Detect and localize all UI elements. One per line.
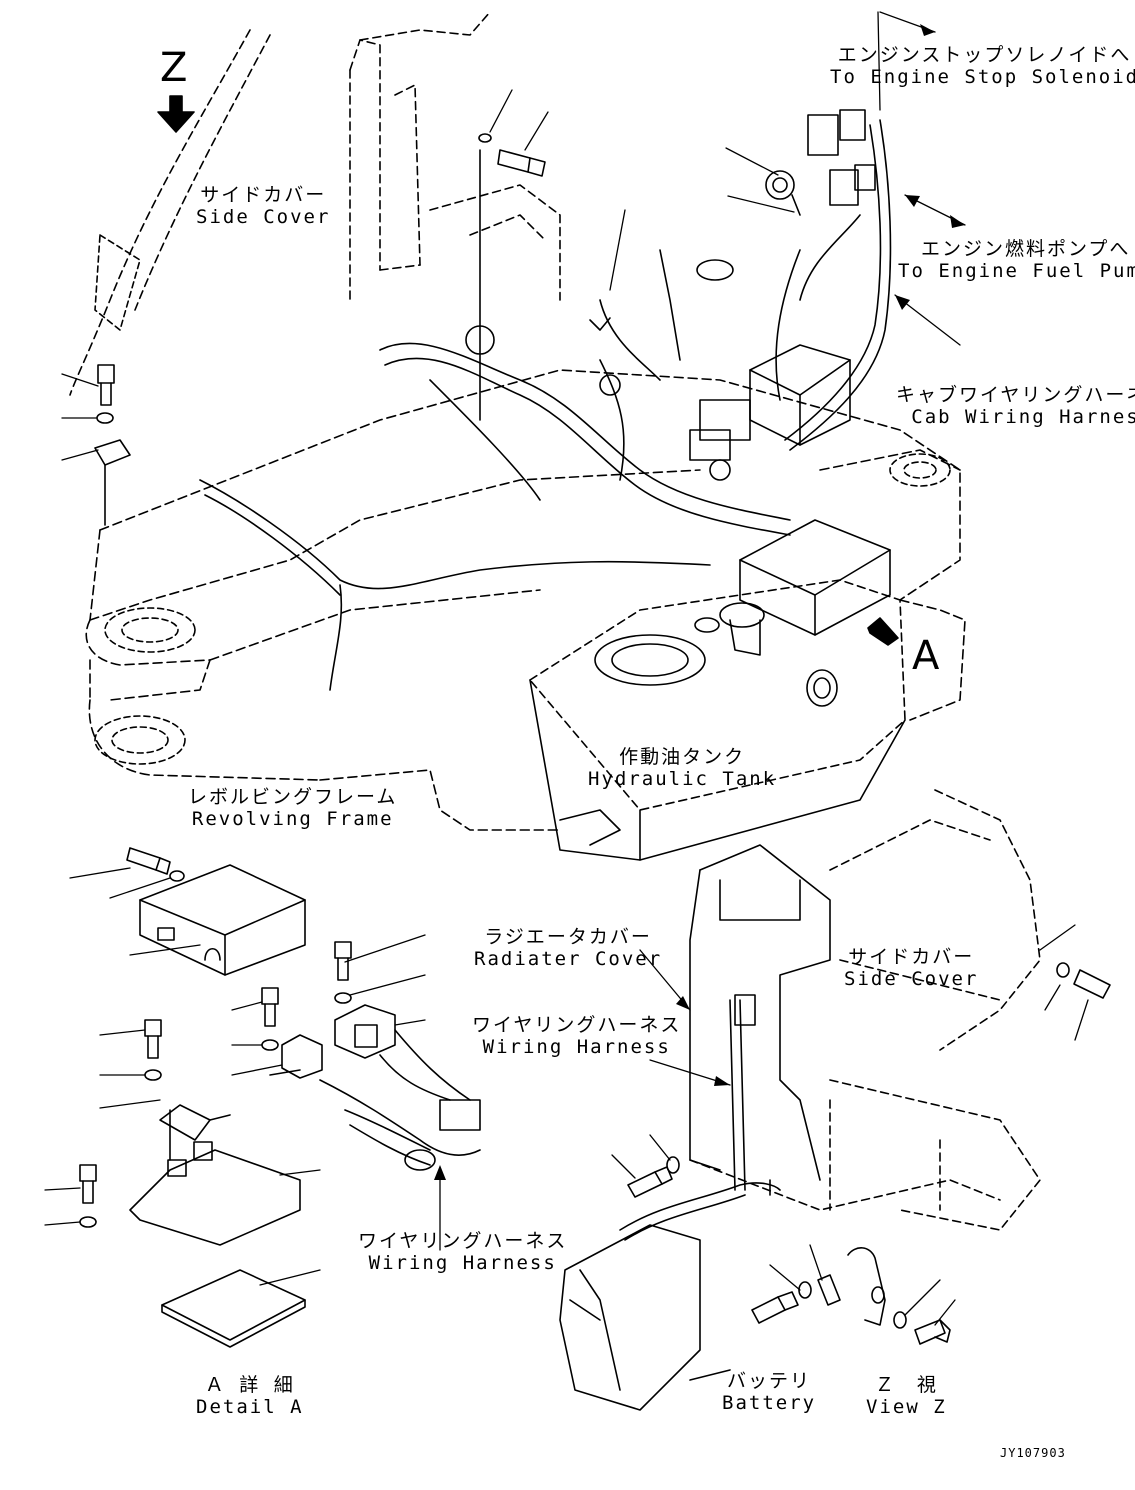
relay-block [689, 344, 851, 461]
frame-lower-right [689, 1099, 1001, 1211]
clamps [465, 170, 801, 481]
battery-cables [619, 1179, 781, 1241]
solenoid-connectors [807, 109, 876, 206]
label-side-cover-top: サイドカバー Side Cover [196, 184, 331, 228]
view-z-arrow [157, 95, 195, 133]
radiator-cover [689, 844, 831, 1191]
label-hydraulic-tank: 作動油タンク Hydraulic Tank [588, 746, 777, 790]
detail-a-relay-large [334, 1004, 471, 1101]
label-side-cover-right: サイドカバー Side Cover [844, 946, 979, 990]
detail-a-manual [161, 1269, 306, 1348]
detail-a-arrow [867, 617, 899, 646]
controller-box [694, 519, 891, 656]
label-wiring-harness-detail: ワイヤリングハーネス Wiring Harness [358, 1230, 568, 1274]
detail-a-marker: A [912, 633, 940, 679]
bolt-left-stack [94, 364, 131, 526]
upper-cover-structure [349, 11, 561, 301]
label-battery: バッテリ Battery [722, 1370, 817, 1414]
view-z-leaders [611, 924, 1089, 1326]
view-z-marker: Z [160, 45, 188, 91]
detail-a-bracket-plate [129, 1109, 301, 1246]
detail-a-relay-small [269, 1034, 323, 1079]
label-detail-a: Ａ 詳 細 Detail A [196, 1374, 304, 1418]
cab-wiring-harness [775, 119, 892, 451]
detail-a-harness-arrow [434, 1165, 446, 1180]
detail-a-leaders [44, 867, 441, 1286]
side-cover-right [829, 789, 1041, 1231]
detail-a-bolt-1 [126, 847, 185, 882]
battery-box [559, 1224, 731, 1411]
revolving-frame [85, 369, 966, 831]
label-view-z: Ｚ 視 View Z [866, 1374, 947, 1418]
main-harness [199, 249, 791, 691]
side-cover-left [69, 29, 271, 396]
detail-a-harness [159, 1079, 481, 1171]
label-engine-fuel-pump: エンジン燃料ポンプへ To Engine Fuel Pump [898, 238, 1135, 282]
label-wiring-harness-right: ワイヤリングハーネス Wiring Harness [472, 1014, 682, 1058]
detail-a-bolts [79, 941, 352, 1228]
hydraulic-tank [529, 579, 906, 861]
label-revolving-frame: レボルビングフレーム Revolving Frame [188, 786, 398, 830]
bolt-upper [478, 133, 546, 421]
label-cab-wiring-harness: キャブワイヤリングハーネス Cab Wiring Harness [896, 384, 1135, 428]
detail-a-controller [139, 864, 306, 976]
drawing-code: JY107903 [1000, 1446, 1066, 1460]
label-radiator-cover: ラジエータカバー Radiater Cover [474, 926, 663, 970]
frame-bearing-pads [94, 453, 951, 765]
view-z-arrowheads [676, 996, 730, 1086]
view-z-bolts [627, 962, 1111, 1345]
battery-terminal [817, 1247, 886, 1326]
leader-arrowheads [895, 24, 965, 310]
label-engine-stop-solenoid: エンジンストップソレノイドへ To Engine Stop Solenoid [830, 44, 1135, 88]
